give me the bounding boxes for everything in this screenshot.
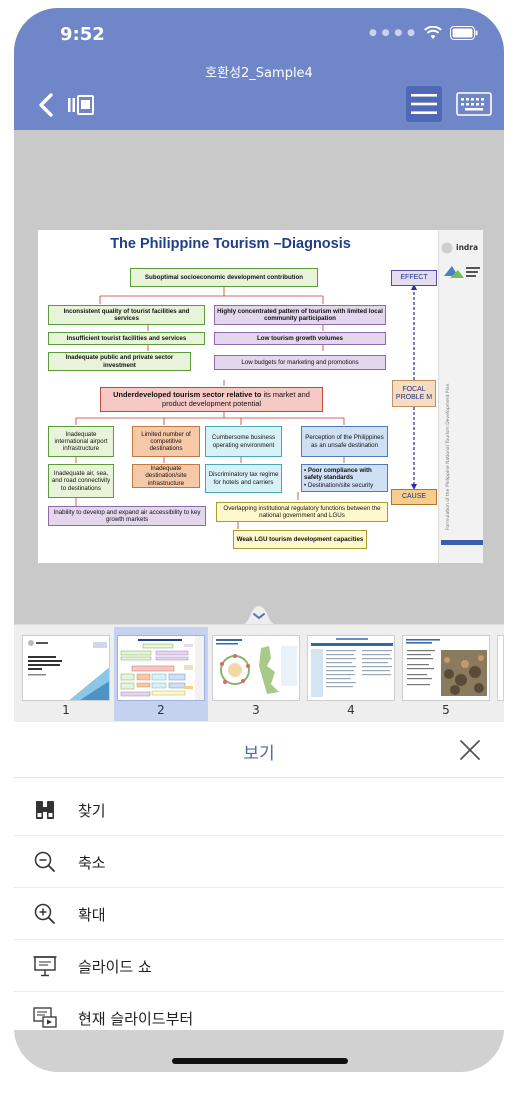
thumbnail-slide-2[interactable] <box>117 635 205 701</box>
view-menu-header: 보기 <box>14 722 504 778</box>
thumbnail-slide-6-partial[interactable] <box>497 635 504 701</box>
document-view[interactable]: The Philippine Tourism –Diagnosis <box>14 130 504 624</box>
menu-item-label: 확대 <box>78 906 106 924</box>
diagram-box: Inability to develop and expand air acce… <box>48 506 206 526</box>
menu-item-label: 축소 <box>78 854 106 872</box>
diagram-box: Limited number of competitive destinatio… <box>132 426 200 457</box>
hamburger-icon <box>411 94 437 114</box>
battery-icon <box>450 26 478 40</box>
document-title: 호환성2_Sample4 <box>205 66 313 81</box>
reader-mode-button[interactable] <box>66 92 98 118</box>
thumbnail-title-slide <box>28 640 109 700</box>
keyboard-icon <box>456 92 492 116</box>
reader-mode-icon <box>68 95 94 115</box>
slideshow-current-icon <box>33 1007 57 1028</box>
menu-item-label: 현재 슬라이드부터 <box>78 1010 194 1028</box>
diagram-box: Inadequate international airport infrast… <box>48 426 114 457</box>
view-menu-title: 보기 <box>243 744 275 764</box>
focal-problem-box: Underdeveloped tourism sector relative t… <box>100 387 323 412</box>
thumbnail-diagram-slide <box>120 636 204 700</box>
thumbnail-map-slide <box>216 639 297 694</box>
zoom-out-icon <box>34 851 55 872</box>
diagram-box: Weak LGU tourism development capacities <box>233 530 367 549</box>
thumbnail-photo-slide <box>406 639 487 696</box>
diagram-box: Inconsistent quality of tourist faciliti… <box>48 305 205 325</box>
menu-item-zoom-in[interactable]: 확대 <box>14 888 504 940</box>
slide-sidebar <box>438 230 483 563</box>
close-icon <box>460 740 480 760</box>
slide-title: The Philippine Tourism –Diagnosis <box>110 236 351 252</box>
view-menu-panel: 보기 찾기 축소 <box>14 722 504 1072</box>
thumbnail-number: 3 <box>252 703 260 717</box>
wifi-icon <box>424 26 442 39</box>
indra-logo-text: indra <box>456 243 479 252</box>
slide-side-text: Formulation of the Philippine National T… <box>446 383 451 531</box>
diagram-box: Discriminatory tax regime for hotels and… <box>205 464 282 493</box>
chevron-down-icon <box>238 606 280 626</box>
indra-logo-icon <box>441 242 453 254</box>
slide-page[interactable]: The Philippine Tourism –Diagnosis <box>38 230 483 563</box>
thumbnail-number: 5 <box>442 703 450 717</box>
thumbnail-number: 1 <box>62 703 70 717</box>
chevron-left-icon <box>39 93 53 117</box>
thumbnail-slide-3[interactable] <box>212 635 300 701</box>
thumbnail-number: 4 <box>347 703 355 717</box>
diagram-box: Inadequate destination/site infrastructu… <box>132 464 200 488</box>
diagram-box: Cumbersome business operating environmen… <box>205 426 282 457</box>
menu-item-slideshow[interactable]: 슬라이드 쇼 <box>14 940 504 992</box>
collapse-thumbnails-button[interactable] <box>238 604 280 626</box>
status-icons: ● ● ● ● <box>369 26 478 40</box>
effect-label: EFFECT <box>391 270 437 286</box>
phone-screen: 9:52 ● ● ● ● 호환성2_Sample4 <box>14 8 504 1072</box>
signal-dots-icon: ● ● ● ● <box>369 28 416 38</box>
menu-item-find[interactable]: 찾기 <box>14 784 504 836</box>
home-indicator[interactable] <box>172 1058 348 1064</box>
diagram-box: Inadequate air, sea, and road connectivi… <box>48 464 114 498</box>
bottom-bar <box>14 1030 504 1072</box>
diagram-box: Perception of the Philippines as an unsa… <box>301 426 388 457</box>
diagram-box: Low tourism growth volumes <box>214 332 386 345</box>
diagram-connectors <box>75 284 417 529</box>
thumbnail-number: 2 <box>157 703 165 717</box>
menu-button[interactable] <box>406 86 442 122</box>
safety-bullet-2: • Destination/site security <box>304 481 374 489</box>
back-button[interactable] <box>36 92 58 118</box>
diagram-box: Insufficient tourist facilities and serv… <box>48 332 205 345</box>
safety-box: • Poor compliance with safety standards … <box>301 464 388 492</box>
project-logo-icon <box>444 266 480 278</box>
slide-side-bar <box>441 540 483 545</box>
cause-label: CAUSE <box>391 489 437 505</box>
binoculars-icon <box>36 801 54 819</box>
diagram-box: Low budgets for marketing and promotions <box>214 355 386 370</box>
diagram-box: Inadequate public and private sector inv… <box>48 352 191 371</box>
menu-item-zoom-out[interactable]: 축소 <box>14 836 504 888</box>
diagram-box: Overlapping institutional regulatory fun… <box>216 502 388 522</box>
thumbnail-text-slide <box>311 638 393 697</box>
zoom-in-icon <box>34 903 55 924</box>
thumbnail-slide-5[interactable] <box>402 635 490 701</box>
thumbnail-slide-4[interactable] <box>307 635 395 701</box>
focal-label: FOCAL PROBLE M <box>392 380 436 407</box>
menu-item-label: 슬라이드 쇼 <box>78 958 152 976</box>
focal-problem-rest: its market and product development poten… <box>161 389 310 408</box>
slideshow-icon <box>33 956 57 977</box>
menu-item-slideshow-from-current[interactable]: 현재 슬라이드부터 <box>14 992 504 1044</box>
status-time: 9:52 <box>60 24 105 45</box>
app-header: 9:52 ● ● ● ● 호환성2_Sample4 <box>14 8 504 130</box>
menu-item-label: 찾기 <box>78 802 106 820</box>
keyboard-button[interactable] <box>456 92 492 116</box>
close-button[interactable] <box>458 738 482 762</box>
diagram-box: Highly concentrated pattern of tourism w… <box>214 305 386 325</box>
thumbnail-slide-1[interactable] <box>22 635 110 701</box>
diagram-box: Suboptimal socioeconomic development con… <box>130 268 318 287</box>
thumbnail-strip[interactable]: 1 <box>14 624 504 722</box>
focal-problem-bold: Underdeveloped tourism sector relative t… <box>113 389 262 399</box>
safety-bullet-1: • Poor compliance with safety standards <box>304 467 372 482</box>
